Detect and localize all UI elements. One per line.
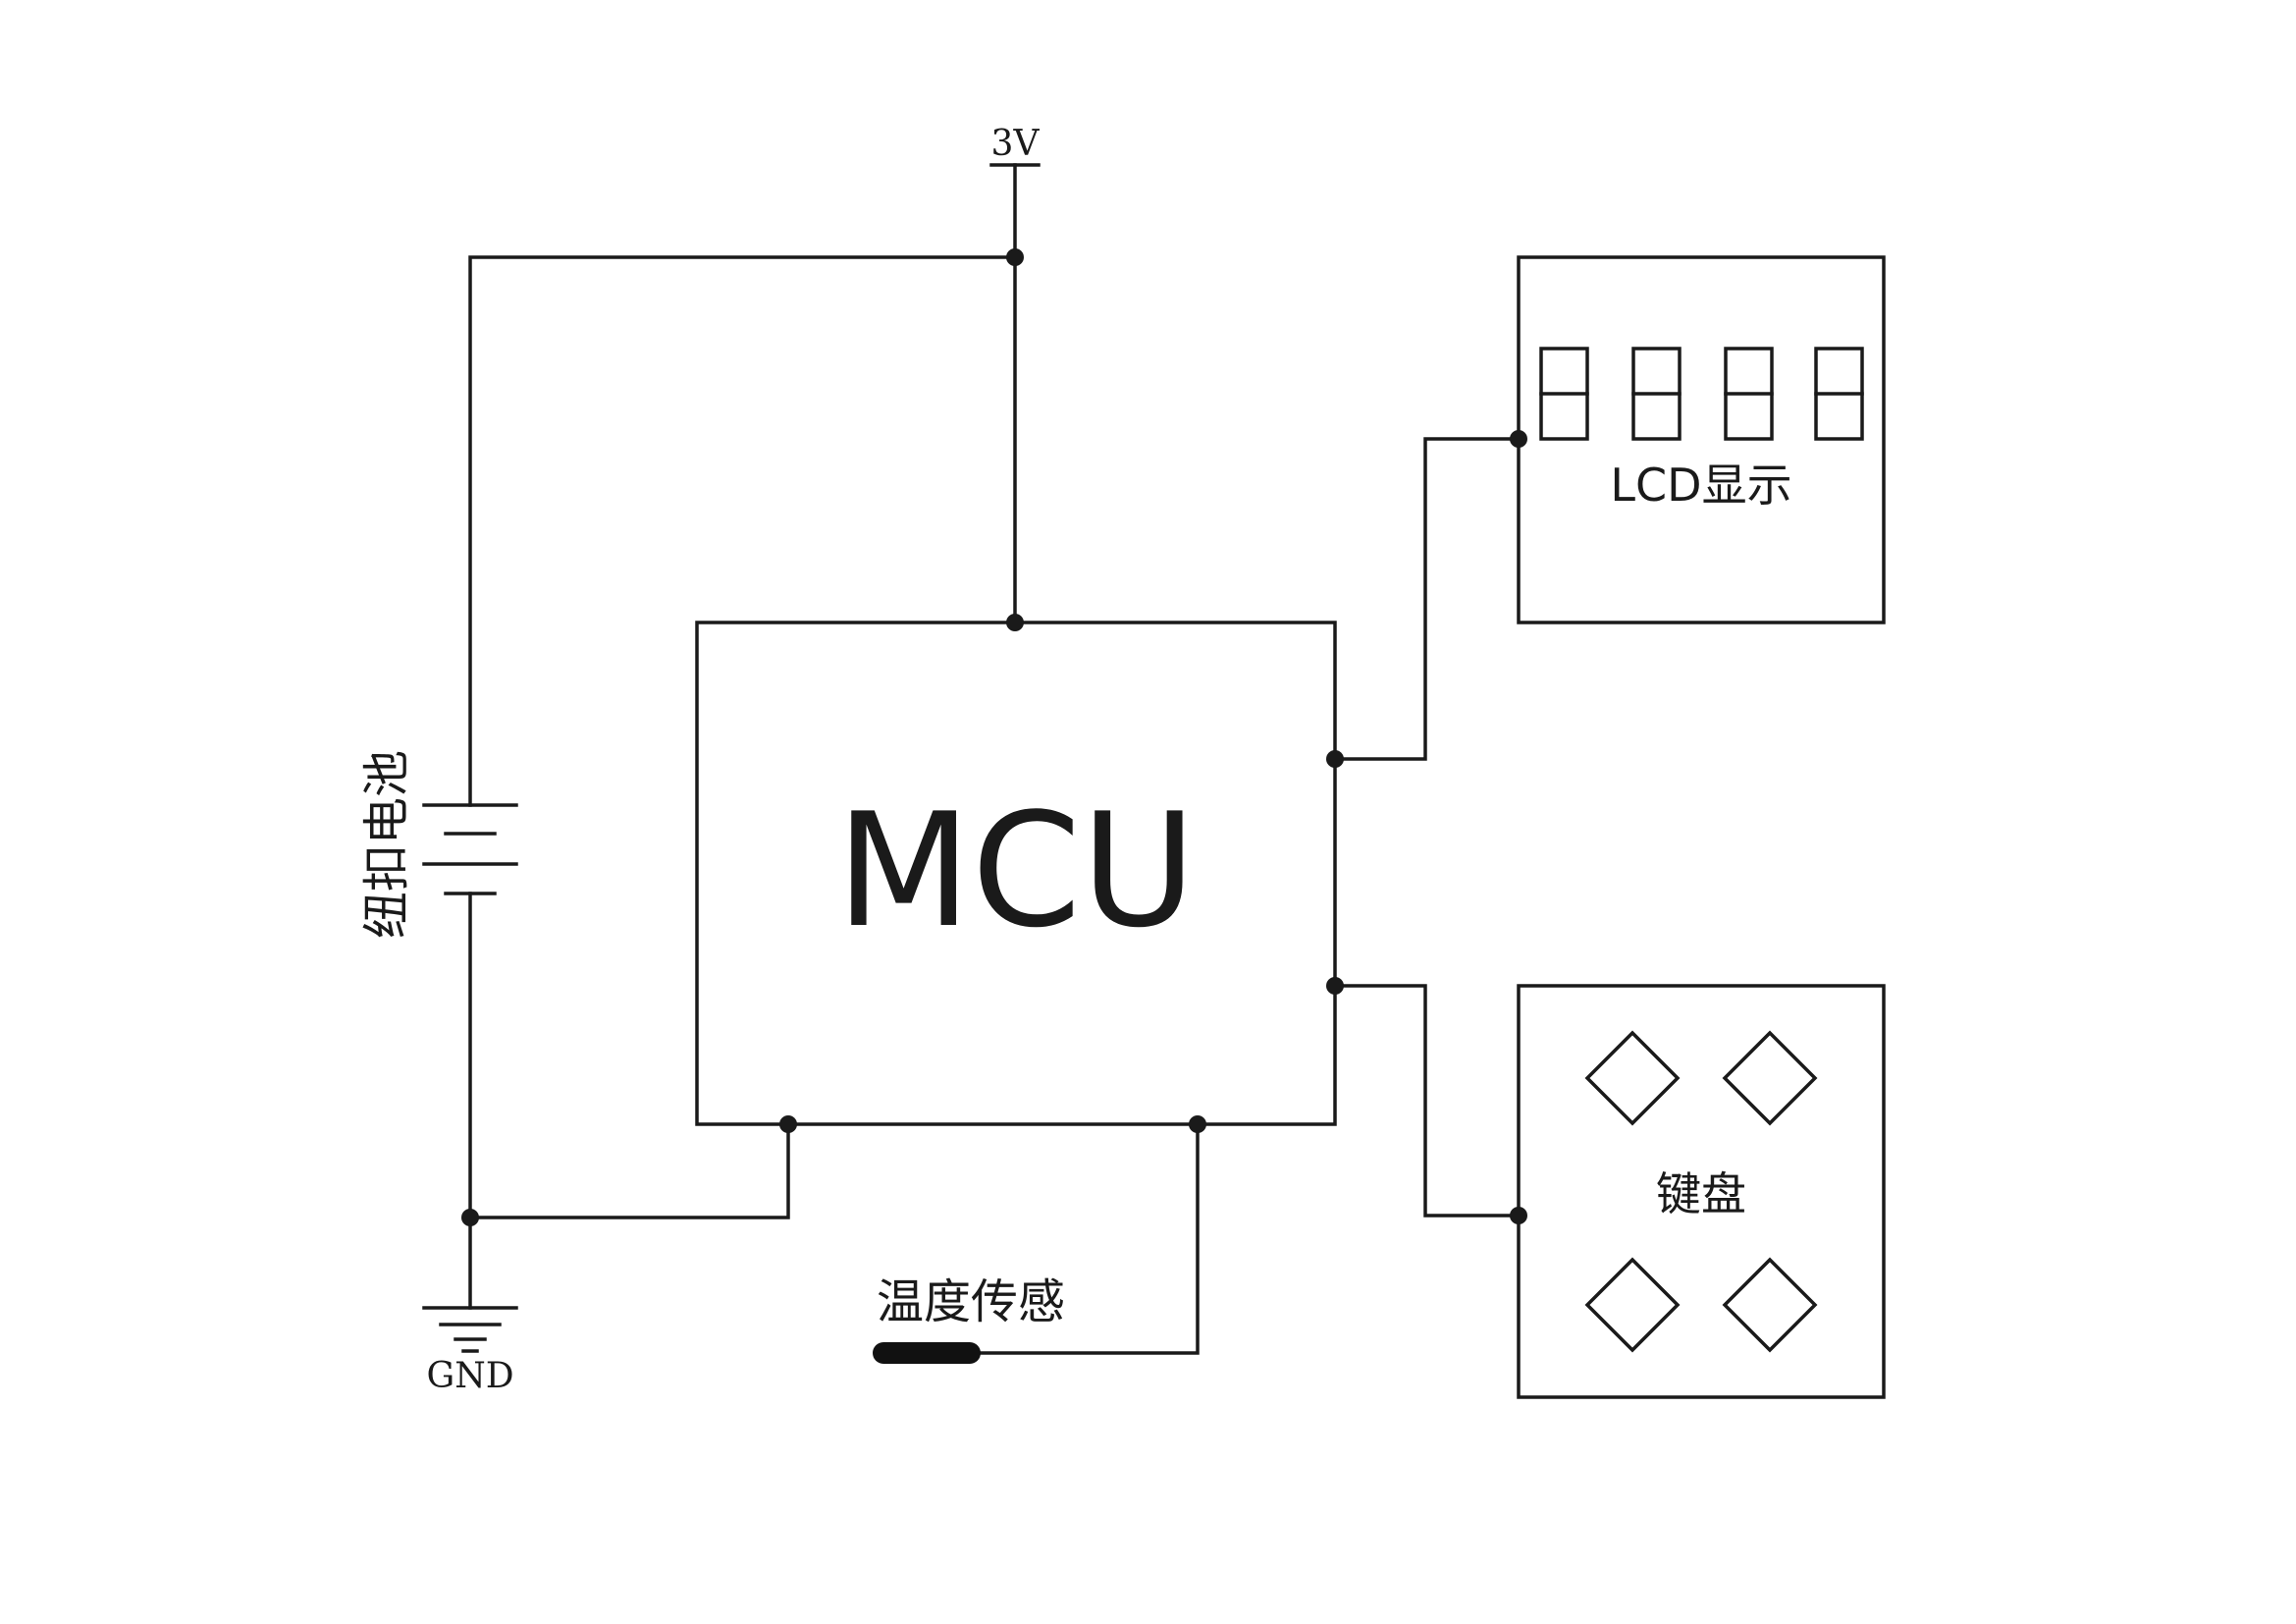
key-diamond bbox=[1722, 1030, 1818, 1126]
junction-dot bbox=[1510, 430, 1527, 448]
battery-label: 纽扣电池 bbox=[359, 750, 414, 939]
lcd-digit bbox=[1724, 347, 1774, 441]
key-diamond bbox=[1584, 1030, 1681, 1126]
lcd-digit bbox=[1539, 347, 1589, 441]
lcd-label: LCD显示 bbox=[1610, 459, 1791, 512]
sensor-label: 温度传感 bbox=[877, 1274, 1065, 1329]
junction-dot bbox=[1006, 248, 1024, 266]
temperature-sensor: 温度传感 bbox=[873, 1274, 1065, 1364]
junction-dot bbox=[1510, 1207, 1527, 1224]
keyboard-block: 键盘 bbox=[1517, 984, 1886, 1399]
power-label: 3V bbox=[991, 124, 1041, 164]
wire-mcu-to-keyboard bbox=[1333, 984, 1521, 1218]
junction-dot bbox=[1006, 614, 1024, 631]
lcd-digit bbox=[1814, 347, 1864, 441]
ground-symbol: GND bbox=[422, 1306, 518, 1396]
power-terminal: 3V bbox=[989, 124, 1041, 167]
junction-dot bbox=[1189, 1115, 1206, 1133]
junction-dots bbox=[461, 248, 1527, 1226]
junction-dot bbox=[1326, 977, 1344, 995]
mcu-label: MCU bbox=[836, 779, 1197, 962]
keyboard-label: 键盘 bbox=[1656, 1167, 1746, 1220]
wires bbox=[468, 163, 1521, 1355]
junction-dot bbox=[1326, 750, 1344, 768]
lcd-digit bbox=[1631, 347, 1682, 441]
wire-mcu-to-sensor bbox=[968, 1122, 1200, 1355]
mcu-block: MCU bbox=[695, 621, 1337, 1126]
mcu-box bbox=[695, 621, 1337, 1126]
ground-label: GND bbox=[426, 1356, 513, 1396]
junction-dot bbox=[461, 1209, 479, 1226]
wire-gnd-to-mcu bbox=[468, 1122, 790, 1219]
wire-3v-to-battery bbox=[468, 255, 1017, 807]
lcd-digits bbox=[1539, 347, 1864, 441]
key-diamond bbox=[1584, 1257, 1681, 1353]
lcd-block: LCD显示 bbox=[1517, 255, 1886, 624]
battery-symbol: 纽扣电池 bbox=[359, 750, 518, 939]
key-diamond bbox=[1722, 1257, 1818, 1353]
keyboard-box bbox=[1517, 984, 1886, 1399]
junction-dot bbox=[779, 1115, 797, 1133]
wire-mcu-to-lcd bbox=[1333, 437, 1521, 761]
